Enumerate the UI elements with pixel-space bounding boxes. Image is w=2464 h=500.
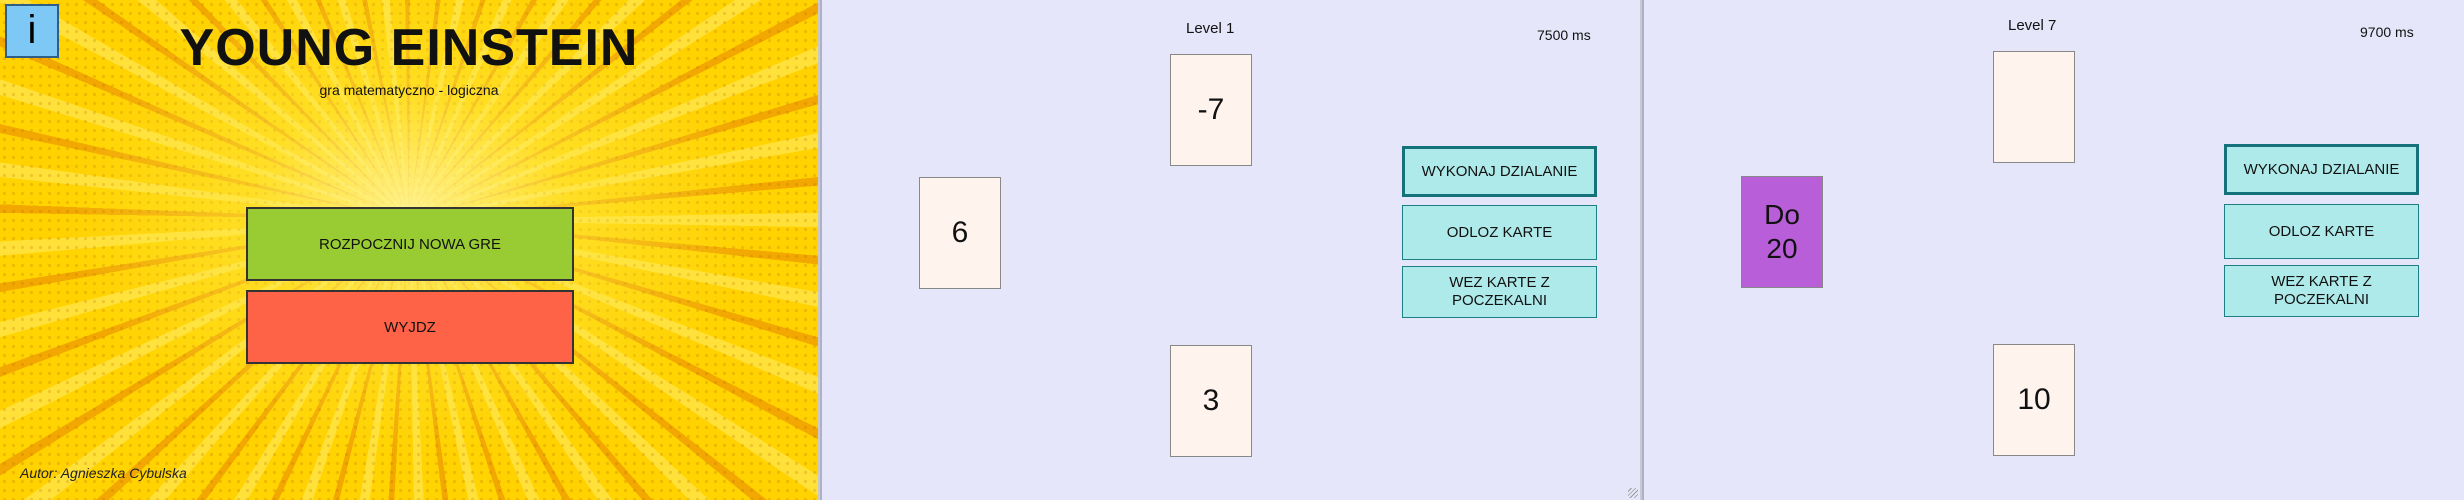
game-window-level-1: Level 1 7500 ms -7 6 3 WYKONAJ DZIALANIE… [820,0,1640,500]
execute-operation-button[interactable]: WYKONAJ DZIALANIE [2224,144,2419,195]
level-label: Level 1 [1186,20,1235,37]
game-subtitle: gra matematyczno - logiczna [319,82,499,98]
info-button[interactable]: i [5,4,59,58]
resize-grip[interactable] [1628,488,1638,498]
take-card-from-waiting-room-button[interactable]: WEZ KARTE Z POCZEKALNI [1402,266,1597,318]
take-card-from-waiting-room-button[interactable]: WEZ KARTE Z POCZEKALNI [2224,265,2419,317]
bottom-card[interactable]: 10 [1993,344,2075,456]
execute-operation-button[interactable]: WYKONAJ DZIALANIE [1402,146,1597,197]
bottom-card[interactable]: 3 [1170,345,1252,457]
timer-label: 9700 ms [2360,24,2414,40]
game-title: YOUNG EINSTEIN [179,19,639,77]
top-card[interactable]: -7 [1170,54,1252,166]
discard-card-button[interactable]: ODLOZ KARTE [1402,205,1597,260]
level-label: Level 7 [2008,17,2057,34]
timer-label: 7500 ms [1537,27,1591,43]
left-card[interactable]: 6 [919,177,1001,289]
top-card[interactable] [1993,51,2075,163]
discard-card-button[interactable]: ODLOZ KARTE [2224,204,2419,259]
new-game-button[interactable]: ROZPOCZNIJ NOWA GRE [246,207,574,281]
author-credit: Autor: Agnieszka Cybulska [20,465,187,481]
main-menu-window: i YOUNG EINSTEIN gra matematyczno - logi… [0,0,818,500]
target-card[interactable]: Do 20 [1741,176,1823,288]
exit-button[interactable]: WYJDZ [246,290,574,364]
game-window-level-7: Level 7 9700 ms Do 20 10 WYKONAJ DZIALAN… [1642,0,2464,500]
